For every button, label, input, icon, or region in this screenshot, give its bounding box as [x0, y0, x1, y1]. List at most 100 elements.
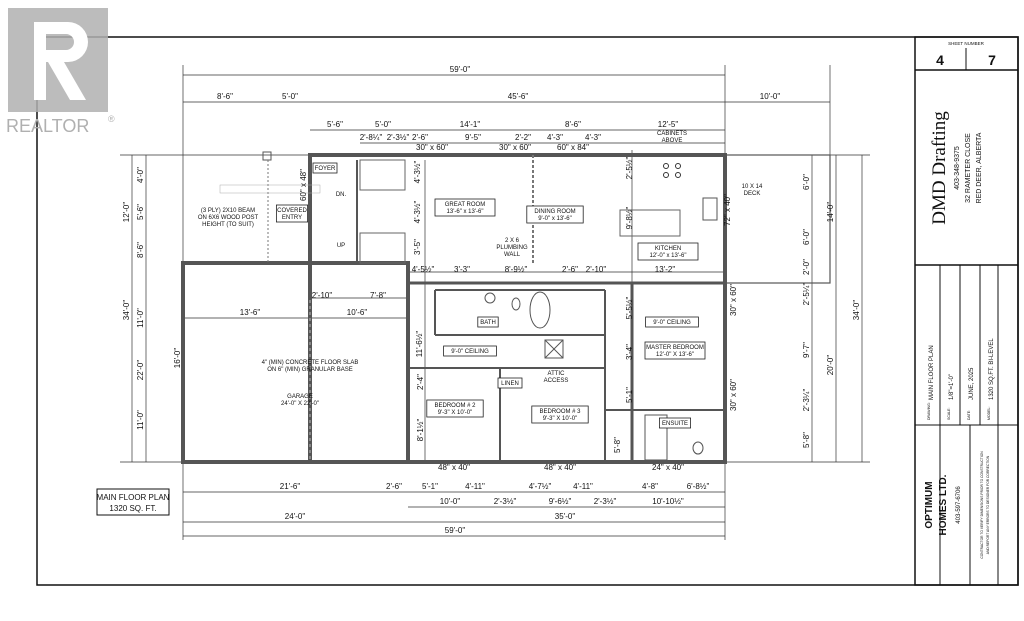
room-label: DINING ROOM	[534, 209, 575, 215]
realtor-logo-text: REALTOR	[6, 116, 89, 136]
dimension-label: 30" x 60"	[729, 379, 738, 411]
room-label: GREAT ROOM	[445, 202, 485, 208]
dimension-label: 60" x 84"	[557, 143, 589, 152]
room-label-box	[637, 242, 699, 261]
dimension-label: 2'-6"	[386, 482, 402, 491]
dimension-label: 4'-7½"	[529, 482, 552, 491]
room-label: ACCESS	[544, 378, 569, 384]
dimension-label: 22'-0"	[136, 360, 145, 381]
dimension-label: 3'-4"	[625, 344, 634, 360]
plan-title-line1: MAIN FLOOR PLAN	[97, 493, 170, 502]
room-label: HEIGHT (TO SUIT)	[202, 222, 254, 228]
room-label: WALL	[504, 252, 521, 258]
room-label-box	[531, 405, 589, 424]
dimension-label: 2'-10"	[586, 265, 607, 274]
note-1: CONTRACTOR TO VERIFY DIMENSIONS PRIOR TO…	[980, 451, 984, 559]
dimension-label: 30" x 60"	[729, 284, 738, 316]
dimension-label: 10'-10½"	[652, 497, 684, 506]
dimension-label: 2'-10"	[312, 291, 333, 300]
designer-phone: 403-348-9375	[954, 146, 961, 190]
dimension-label: 12'-0"	[122, 202, 131, 223]
sheet-total: 7	[988, 52, 996, 68]
dimension-label: 7'-8"	[370, 291, 386, 300]
dimension-label: 5'-6"	[327, 120, 343, 129]
dimension-label: 4'-0"	[136, 167, 145, 183]
dimension-label: 3'-5"	[413, 239, 422, 255]
dimension-label: 12'-5"	[658, 120, 679, 129]
dimension-label: 34'-0"	[122, 300, 131, 321]
room-label: GARAGE	[287, 394, 313, 400]
dimension-label: 13'-2"	[655, 265, 676, 274]
dimension-label: 5'-0"	[282, 92, 298, 101]
dimension-label: 13'-6"	[240, 308, 261, 317]
dimension-label: 20'-0"	[826, 355, 835, 376]
dimension-label: 35'-0"	[555, 512, 576, 521]
room-label-box	[426, 399, 484, 418]
builder-phone: 403-597-6706	[956, 486, 962, 524]
dimension-label: 60" x 48"	[299, 169, 308, 201]
dimension-label: 5'-8"	[613, 437, 622, 453]
date-label: DATE:	[967, 410, 971, 420]
dimension-label: 21'-6"	[280, 482, 301, 491]
dimension-label: 8'-6"	[136, 242, 145, 258]
dimension-label: 9'-8½"	[625, 207, 634, 230]
room-label: 9'-0" CEILING	[653, 320, 691, 326]
dimension-label: 8'-6"	[565, 120, 581, 129]
dimension-label: 30" x 60"	[416, 143, 448, 152]
room-label-box	[645, 316, 699, 328]
scale-label: SCALE:	[947, 408, 951, 420]
dimension-label: 3'-3"	[454, 265, 470, 274]
dimension-label: 4'-8"	[642, 482, 658, 491]
dimension-label: 10'-0"	[760, 92, 781, 101]
dimension-label: 10'-6"	[347, 308, 368, 317]
dimension-label: 2'-0"	[802, 259, 811, 275]
dimension-label: 5'-1"	[422, 482, 438, 491]
room-label: BATH	[480, 320, 496, 326]
plan-title-line2: 1320 SQ. FT.	[109, 504, 156, 513]
room-label-box	[659, 417, 692, 429]
room-label: BEDROOM # 3	[539, 409, 581, 415]
room-label: 9'-0" x 13'-6"	[538, 216, 572, 222]
designer-address: 32 RAMETER CLOSE	[965, 133, 972, 203]
dimension-label: 2'-3½"	[387, 133, 410, 142]
room-label: DECK	[744, 191, 761, 197]
room-label: ON 6X6 WOOD POST	[198, 215, 259, 221]
dimension-label: 2'-8¼"	[360, 133, 383, 142]
dimension-label: 2'-5½"	[625, 157, 634, 180]
dimension-label: 11'-0"	[136, 308, 145, 328]
room-label: 24'-0" X 22'-0"	[281, 401, 319, 407]
room-label: ON 6" (MIN) GRANULAR BASE	[267, 367, 352, 373]
room-label: COVERED	[277, 208, 307, 214]
deck	[724, 154, 831, 284]
room-label: 12'-0" X 13'-6"	[656, 352, 694, 358]
room-label: 13'-6" x 13'-6"	[447, 209, 484, 215]
dimension-label: 11'-0"	[136, 410, 145, 430]
dimension-label: 59'-0"	[450, 65, 471, 74]
room-label: LINEN	[501, 381, 519, 387]
dimension-label: 9'-5"	[465, 133, 481, 142]
drawing-label: DRAWING:	[927, 402, 931, 420]
room-label: BEDROOM # 2	[434, 403, 476, 409]
plan-title: MAIN FLOOR PLAN 1320 SQ. FT.	[96, 488, 170, 516]
sheet-number: 4	[936, 52, 944, 68]
dimension-label: 4'-3½"	[413, 201, 422, 224]
room-label: ATTIC	[548, 371, 566, 377]
dimension-label: 2'-6"	[412, 133, 428, 142]
room-label-box	[526, 205, 584, 224]
builder-name: OPTIMUM	[924, 481, 935, 528]
dimension-label: 5'-1"	[625, 387, 634, 403]
date-value: JUNE, 2025	[969, 367, 975, 400]
dimension-label: 6'-0"	[802, 229, 811, 245]
walls	[181, 151, 831, 464]
dimension-label: 4'-5½"	[412, 265, 435, 274]
dimension-label: 16'-0"	[173, 348, 182, 369]
dimension-label: 48" x 40"	[438, 463, 470, 472]
dimension-labels: 59'-0"8'-6"5'-0"45'-6"10'-0"5'-6"5'-0"14…	[122, 65, 861, 535]
dimension-label: 30" x 60"	[499, 143, 531, 152]
room-label: 2 X 6	[505, 238, 520, 244]
model-label: MODEL:	[987, 407, 991, 420]
scale-value: 1/8"=1'-0"	[949, 374, 955, 400]
room-label: (3 PLY) 2X10 BEAM	[201, 208, 255, 214]
room-label: 9'-3" X 10'-0"	[543, 416, 578, 422]
